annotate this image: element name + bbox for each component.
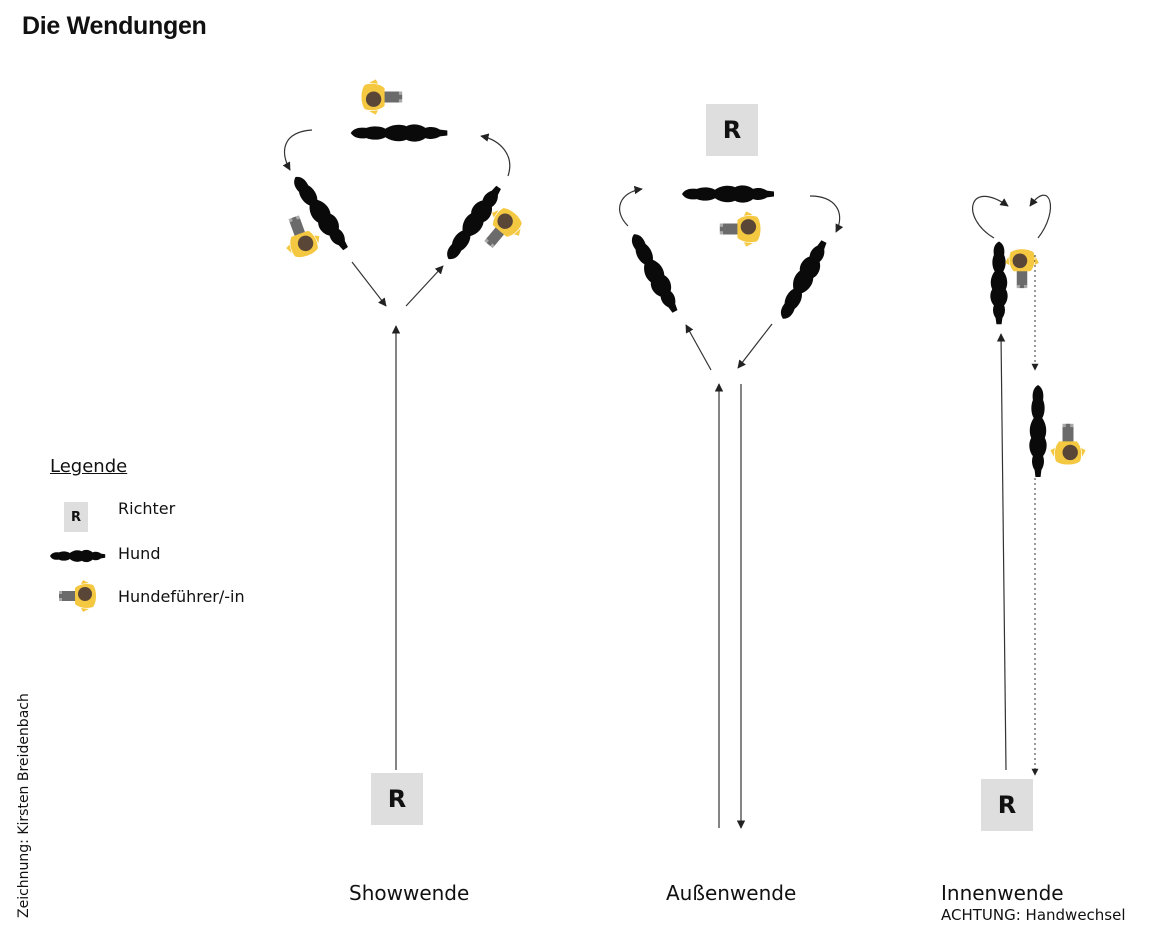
- approach-arrow: [996, 333, 1007, 771]
- caption-aussenwende: Außenwende: [666, 881, 797, 905]
- curve-arrow: [972, 195, 1009, 239]
- dog-icon: [1029, 385, 1047, 477]
- legend-handler-icon: [59, 580, 96, 612]
- dog-icon: [625, 229, 684, 316]
- curve-arrow: [480, 133, 511, 177]
- path-arrow: [685, 324, 712, 371]
- judge-box: R: [371, 773, 423, 825]
- judge-box: R: [706, 104, 758, 156]
- legend-label-dog: Hund: [118, 544, 161, 563]
- handler-icon: [719, 211, 761, 247]
- caption-innenwende: Innenwende: [941, 881, 1064, 905]
- legend-heading: Legende: [50, 456, 128, 477]
- page-title: Die Wendungen: [22, 12, 207, 40]
- curve-arrow: [809, 195, 844, 233]
- judge-box: R: [981, 779, 1033, 831]
- curve-arrow: [282, 129, 313, 171]
- diagram-aussenwende: [619, 185, 844, 829]
- caption-showwende: Showwende: [349, 881, 470, 905]
- legend-dog-icon: [50, 549, 106, 563]
- legend-label-handler: Hundeführer/-in: [118, 587, 245, 606]
- curve-arrow: [619, 185, 643, 227]
- handler-icon: [1005, 249, 1039, 289]
- handler-icon: [361, 79, 403, 115]
- path-arrow: [737, 323, 773, 369]
- diagram-innenwende: [972, 194, 1086, 776]
- legend-judge-symbol: R: [64, 502, 88, 532]
- diagram-showwende: [277, 79, 529, 770]
- path-arrow: [405, 265, 444, 307]
- legend-label-judge: Richter: [118, 499, 176, 518]
- handler-icon: [1050, 423, 1086, 465]
- drawing-credit: Zeichnung: Kirsten Breidenbach: [16, 693, 32, 918]
- dog-icon: [682, 185, 774, 203]
- curve-arrow: [1029, 194, 1051, 239]
- dog-icon: [350, 124, 448, 142]
- dog-icon: [990, 241, 1008, 325]
- caption-innenwende-note: ACHTUNG: Handwechsel: [941, 906, 1126, 924]
- path-arrow: [351, 261, 387, 307]
- dog-icon: [774, 237, 833, 324]
